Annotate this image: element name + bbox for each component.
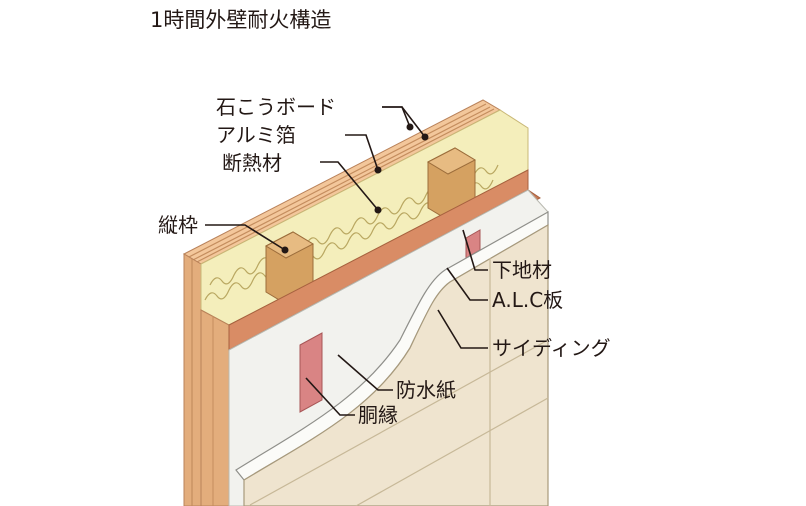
label-siding: サイディング [492,336,611,360]
siding-joints [249,258,549,506]
leader-lines [205,106,488,416]
label-base-material: 下地材 [492,258,552,282]
leader-dots [281,123,429,254]
label-waterproof-paper: 防水紙 [396,378,456,402]
gypsum-board-edges [186,103,495,264]
stud-blocks [264,147,477,305]
wall-illustration [182,99,549,506]
label-insulation: 断熱材 [222,151,282,175]
furring-strip-left [299,332,323,413]
label-alc-panel: A.L.C板 [492,288,563,312]
label-aluminum-foil: アルミ箔 [216,123,296,147]
label-stud: 縦枠 [158,213,198,237]
label-gypsum-board: 石こうボード [216,95,336,119]
inner-board-face [200,309,230,506]
label-furring-strip: 胴縁 [358,403,398,427]
diagram-title: 1時間外壁耐火構造 [150,8,331,32]
siding-panel [243,223,549,506]
